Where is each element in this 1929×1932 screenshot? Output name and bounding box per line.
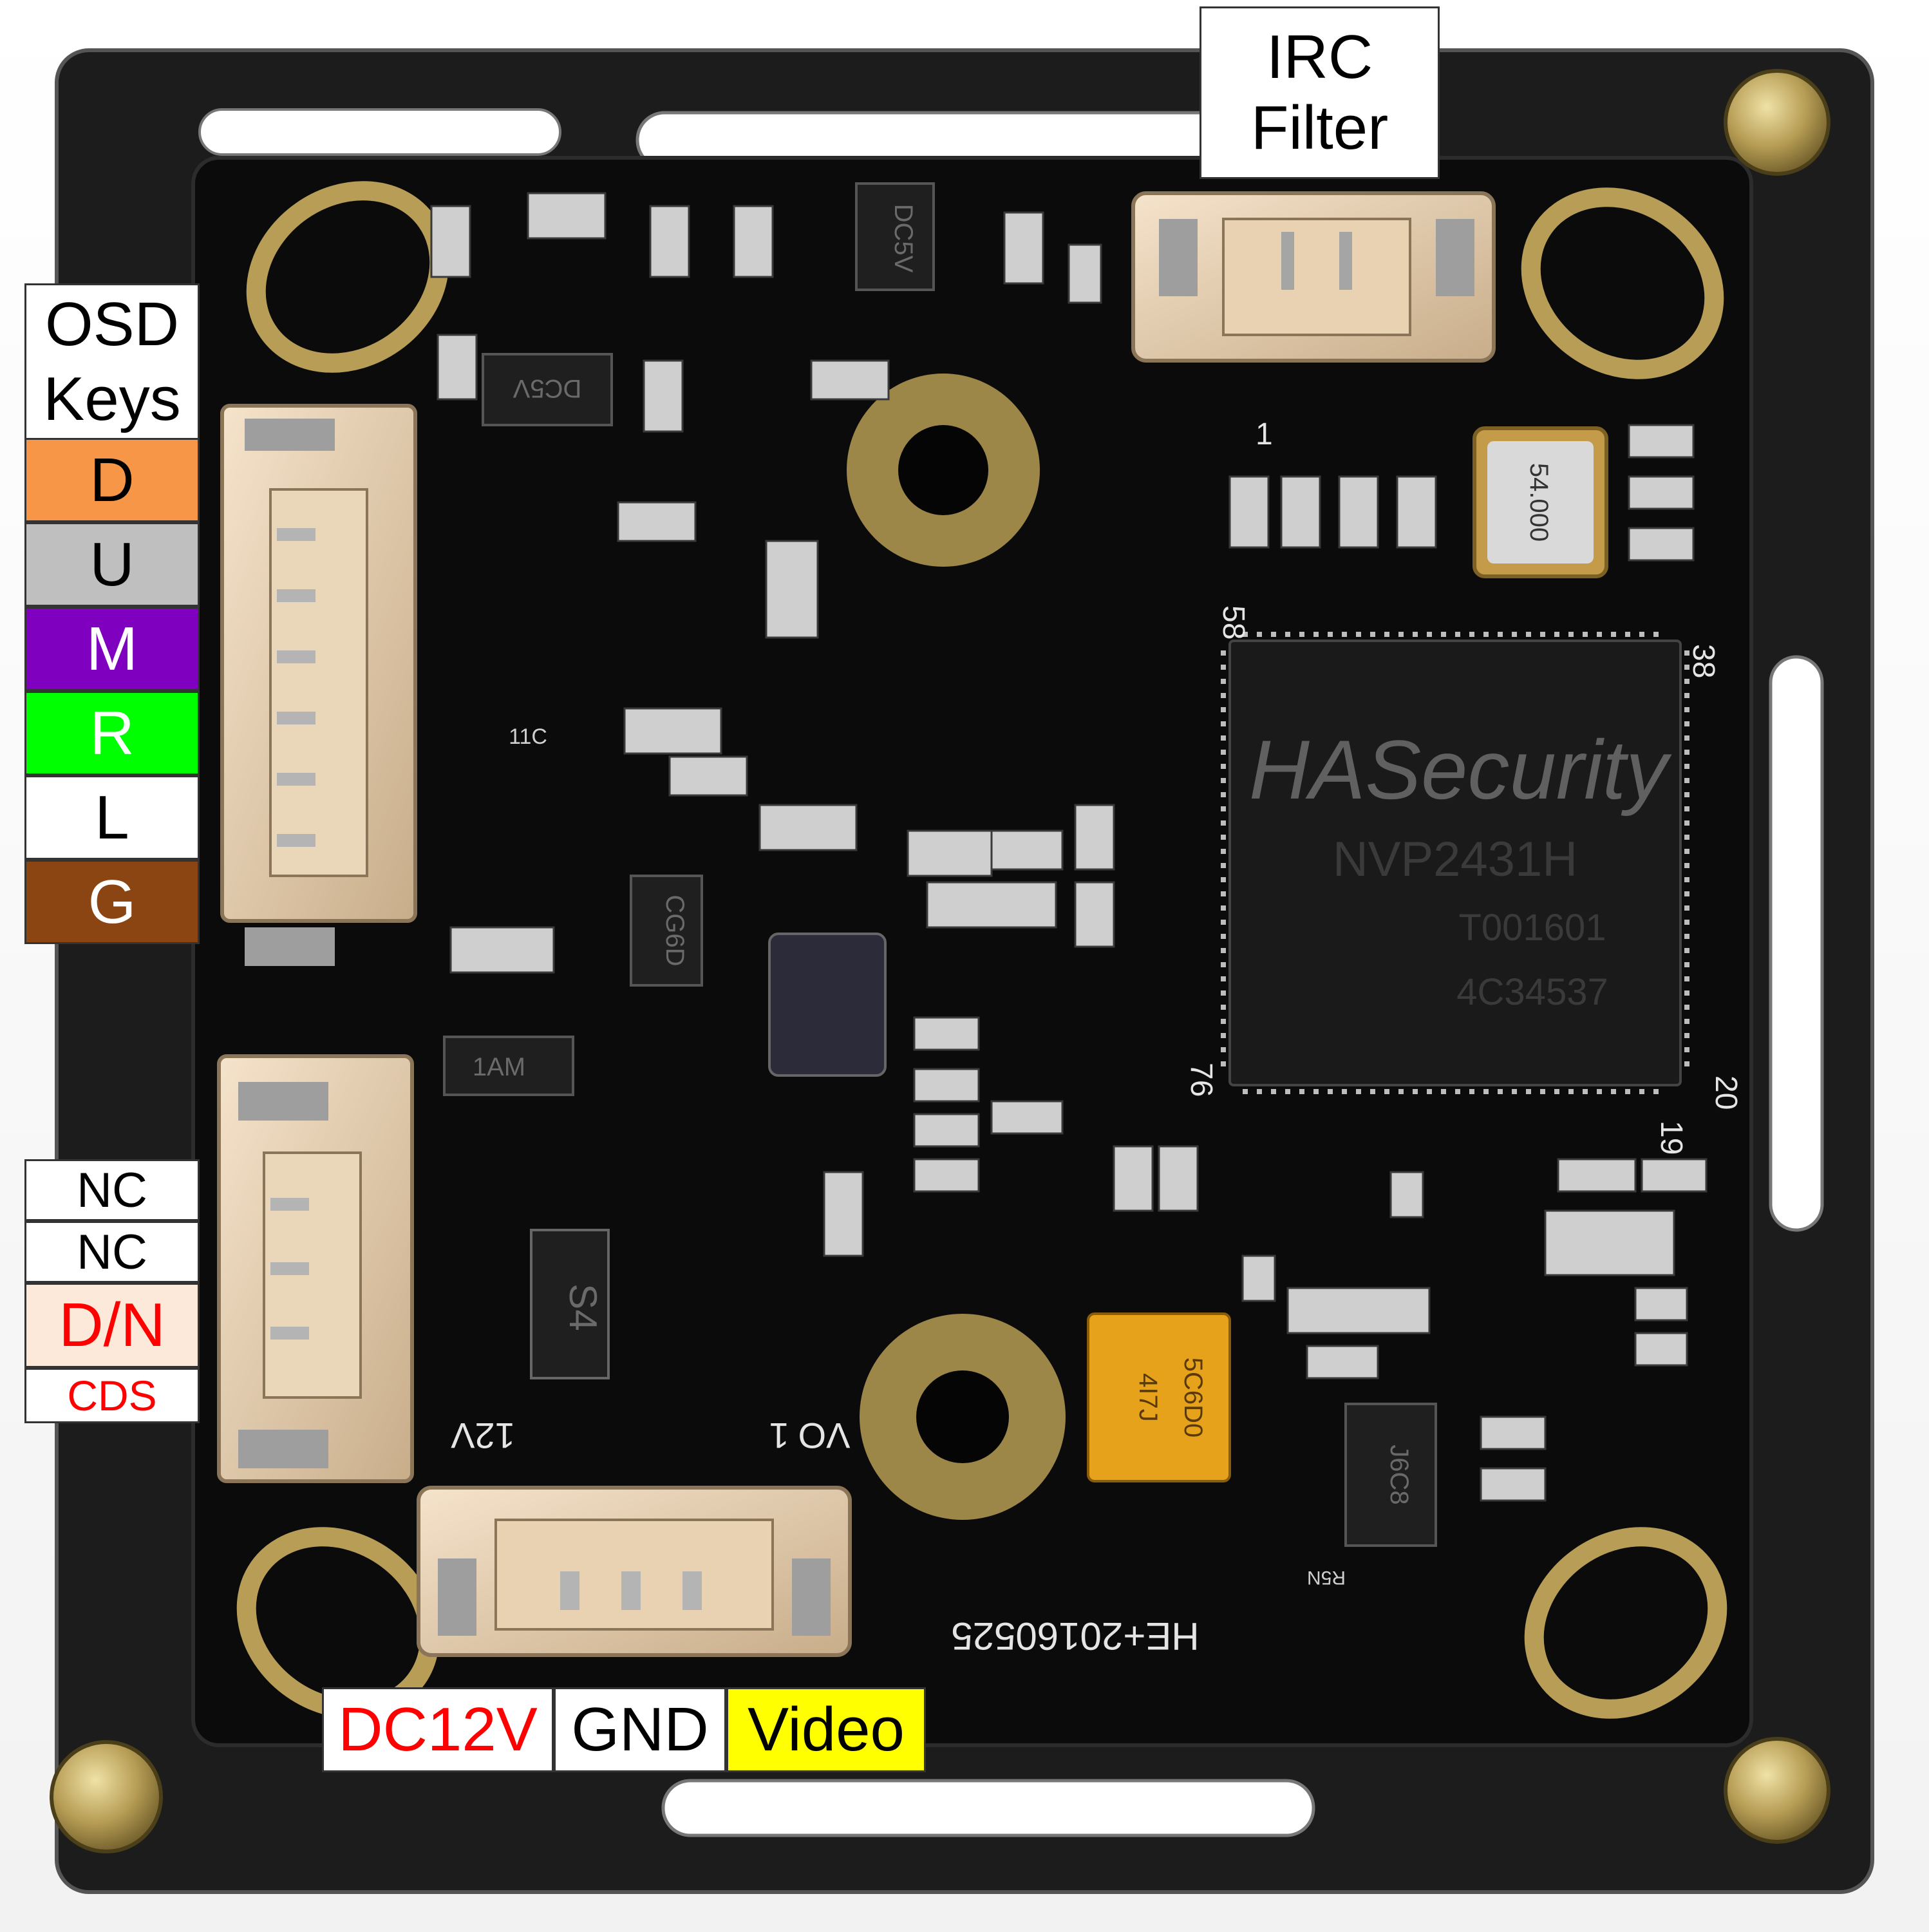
corner-mount-rings bbox=[236, 181, 1727, 1719]
main-chip: NVP2431H T001601 4C34537 bbox=[1221, 632, 1689, 1094]
diode-1am: 1AM bbox=[443, 1036, 574, 1096]
tantalum-capacitor: 4I7J 5C6D0 bbox=[1087, 1312, 1231, 1482]
silk-vo: VO bbox=[798, 1416, 851, 1456]
osd-keys-header: OSD Keys bbox=[24, 283, 200, 438]
small-ic: J6C8 bbox=[1344, 1403, 1437, 1547]
label-11c: 11C bbox=[509, 724, 547, 749]
crystal-frequency: 54.000 bbox=[1525, 463, 1553, 542]
irc-connector bbox=[1131, 191, 1496, 363]
silk-1: 1 bbox=[769, 1416, 789, 1456]
tantalum-code-1: 4I7J bbox=[1134, 1373, 1162, 1422]
r5n-label: R5N bbox=[1307, 1567, 1346, 1588]
irc-filter-label-line2: Filter bbox=[1250, 93, 1389, 162]
aux-pin-dn: D/N bbox=[24, 1283, 200, 1368]
regulator-2-label: DC5V bbox=[513, 374, 581, 402]
watermark: HASecurity bbox=[1249, 723, 1672, 817]
pin-19: 19 bbox=[1654, 1121, 1688, 1155]
irc-filter-label: IRC Filter bbox=[1200, 6, 1440, 179]
aux-connector bbox=[217, 1054, 414, 1483]
power-connector bbox=[417, 1486, 852, 1657]
power-pin-video: Video bbox=[726, 1687, 926, 1772]
pin-20: 20 bbox=[1709, 1075, 1743, 1110]
osd-key-g: G bbox=[24, 860, 200, 944]
osd-key-l: L bbox=[24, 775, 200, 860]
pin-58: 58 bbox=[1216, 605, 1250, 639]
osd-key-r: R bbox=[24, 691, 200, 775]
pcb-date-code: HE+20160525 bbox=[951, 1615, 1199, 1658]
osd-connector bbox=[220, 404, 417, 966]
cg6d-ic: CG6D bbox=[630, 875, 703, 987]
inductor bbox=[768, 933, 887, 1077]
aux-pin-cds: CDS bbox=[24, 1368, 200, 1423]
aux-pin-nc-2: NC bbox=[24, 1221, 200, 1283]
aux-pin-nc-1: NC bbox=[24, 1159, 200, 1221]
center-mount-holes bbox=[847, 374, 1066, 1520]
pin-1: 1 bbox=[1256, 417, 1273, 451]
power-pin-gnd: GND bbox=[554, 1687, 726, 1772]
tantalum-code-2: 5C6D0 bbox=[1179, 1358, 1207, 1438]
brass-standoffs bbox=[50, 69, 1830, 1853]
small-ic-label: J6C8 bbox=[1385, 1444, 1413, 1504]
osd-key-d: D bbox=[24, 438, 200, 522]
pin-38: 38 bbox=[1686, 644, 1720, 678]
osd-keys-header-line2: Keys bbox=[43, 364, 181, 433]
osd-keys-header-line1: OSD bbox=[44, 290, 180, 359]
chip-lot-code: T001601 bbox=[1459, 907, 1606, 949]
power-pin-dc12v: DC12V bbox=[322, 1687, 554, 1772]
diode-s4: S4 bbox=[530, 1229, 610, 1379]
smd-parts bbox=[430, 192, 1708, 1502]
pin-76: 76 bbox=[1184, 1063, 1218, 1097]
diode-1am-label: 1AM bbox=[473, 1053, 525, 1081]
crystal-oscillator: 54.000 bbox=[1473, 426, 1608, 578]
diode-s4-label: S4 bbox=[561, 1283, 605, 1331]
regulator-2: DC5V bbox=[482, 353, 613, 426]
irc-filter-label-line1: IRC bbox=[1266, 22, 1373, 91]
osd-key-u: U bbox=[24, 522, 200, 607]
silk-12v: 12V bbox=[451, 1416, 515, 1456]
chip-part-number: NVP2431H bbox=[1333, 832, 1577, 887]
regulator-1-label: DC5V bbox=[889, 204, 917, 273]
chip-date-code: 4C34537 bbox=[1456, 971, 1608, 1013]
cg6d-label: CG6D bbox=[661, 895, 689, 966]
osd-key-m: M bbox=[24, 607, 200, 691]
regulator-1: DC5V bbox=[855, 182, 935, 291]
